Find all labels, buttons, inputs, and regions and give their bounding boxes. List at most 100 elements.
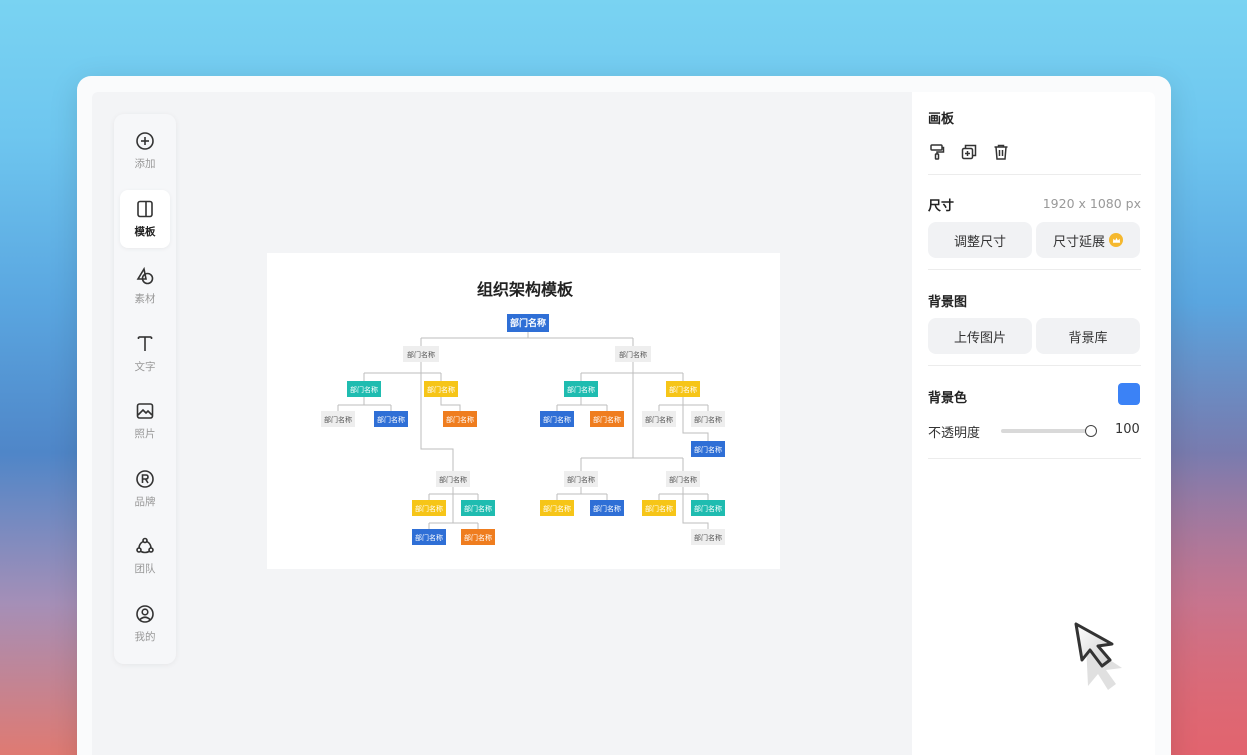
- brand-icon: [136, 469, 154, 488]
- tool-add[interactable]: 添加: [120, 122, 170, 180]
- divider: [928, 269, 1141, 270]
- org-node[interactable]: 部门名称: [412, 500, 446, 516]
- org-node[interactable]: 部门名称: [424, 381, 458, 397]
- org-chart-title: 组织架构模板: [477, 280, 574, 299]
- org-node-box: [321, 411, 355, 427]
- bg-color-title: 背景色: [928, 391, 968, 406]
- org-chart: 组织架构模板 部门名称部门名称部门名称部门名称部门名称部门名称部门名称部门名称部…: [321, 280, 725, 545]
- org-node-label: 部门名称: [694, 504, 722, 513]
- org-node-box: [564, 471, 598, 487]
- org-node[interactable]: 部门名称: [642, 411, 676, 427]
- properties-panel: 画板 尺寸 1920 x 1080 px 调整尺寸 尺寸延展 背景图 上传图片: [912, 92, 1155, 755]
- bg-color-swatch[interactable]: [1118, 383, 1140, 405]
- org-node-box: [691, 441, 725, 457]
- org-node[interactable]: 部门名称: [412, 529, 446, 545]
- org-node-box: [691, 411, 725, 427]
- tool-mine[interactable]: 我的: [120, 595, 170, 653]
- org-node[interactable]: 部门名称: [436, 471, 470, 487]
- org-node[interactable]: 部门名称: [564, 381, 598, 397]
- format-painter-icon[interactable]: [928, 143, 946, 161]
- org-node-box: [642, 411, 676, 427]
- org-node-box: [412, 529, 446, 545]
- org-node-label: 部门名称: [415, 533, 443, 542]
- trash-icon[interactable]: [992, 143, 1010, 161]
- resize-button[interactable]: 调整尺寸: [928, 222, 1032, 258]
- org-connector-line: [337, 397, 392, 411]
- org-node-label: 部门名称: [407, 350, 435, 359]
- org-node-label: 部门名称: [567, 385, 595, 394]
- text-icon: [137, 335, 153, 351]
- size-value: 1920 x 1080 px: [1042, 196, 1141, 211]
- opacity-label: 不透明度: [928, 426, 981, 441]
- org-node[interactable]: 部门名称: [666, 471, 700, 487]
- design-canvas[interactable]: 组织架构模板 部门名称部门名称部门名称部门名称部门名称部门名称部门名称部门名称部…: [267, 253, 780, 569]
- opacity-slider-handle[interactable]: [1085, 425, 1097, 437]
- org-node[interactable]: 部门名称: [540, 500, 574, 516]
- duplicate-icon[interactable]: [960, 143, 978, 161]
- org-node[interactable]: 部门名称: [564, 471, 598, 487]
- org-node-label: 部门名称: [669, 475, 697, 484]
- tool-materials[interactable]: 素材: [120, 257, 170, 315]
- org-node[interactable]: 部门名称: [461, 529, 495, 545]
- template-icon: [137, 200, 153, 217]
- org-node-box: [461, 500, 495, 516]
- org-node[interactable]: 部门名称: [443, 411, 477, 427]
- org-node[interactable]: 部门名称: [403, 346, 439, 362]
- org-node[interactable]: 部门名称: [666, 381, 700, 397]
- org-node-label: 部门名称: [446, 415, 474, 424]
- org-node[interactable]: 部门名称: [540, 411, 574, 427]
- org-node[interactable]: 部门名称: [590, 500, 624, 516]
- board-actions: [928, 143, 1141, 161]
- org-node[interactable]: 部门名称: [691, 441, 725, 457]
- org-connector-line: [428, 494, 479, 529]
- upload-image-button[interactable]: 上传图片: [928, 318, 1032, 354]
- tool-label: 照片: [134, 428, 156, 440]
- tool-team[interactable]: 团队: [120, 527, 170, 585]
- org-node-label: 部门名称: [415, 504, 443, 513]
- extend-size-button[interactable]: 尺寸延展: [1036, 222, 1140, 258]
- opacity-slider[interactable]: [1001, 429, 1093, 433]
- org-node-label: 部门名称: [464, 504, 492, 513]
- org-node-label: 部门名称: [645, 504, 673, 513]
- org-node-box: [461, 529, 495, 545]
- tool-photos[interactable]: 照片: [120, 392, 170, 450]
- org-node-box: [564, 381, 598, 397]
- user-icon: [136, 604, 154, 623]
- org-node[interactable]: 部门名称: [347, 381, 381, 397]
- org-node[interactable]: 部门名称: [321, 411, 355, 427]
- tool-brand[interactable]: 品牌: [120, 460, 170, 518]
- org-connector-line: [420, 332, 634, 346]
- org-node-label: 部门名称: [694, 445, 722, 454]
- board-title: 画板: [928, 112, 955, 127]
- org-node-box: [615, 346, 651, 362]
- org-connector-line: [420, 373, 454, 471]
- org-node-box: [691, 529, 725, 545]
- org-node-box: [424, 381, 458, 397]
- bg-library-button[interactable]: 背景库: [1036, 318, 1140, 354]
- org-connector-line: [556, 397, 608, 411]
- tool-template[interactable]: 模板: [120, 189, 170, 248]
- org-node[interactable]: 部门名称: [691, 411, 725, 427]
- org-node-box: [590, 411, 624, 427]
- tool-text[interactable]: 文字: [120, 325, 170, 383]
- org-node-label: 部门名称: [324, 415, 352, 424]
- org-connector-line: [682, 494, 709, 529]
- org-node[interactable]: 部门名称: [374, 411, 408, 427]
- org-connector-line: [363, 362, 442, 381]
- tool-label: 模板: [134, 225, 156, 238]
- org-node-label: 部门名称: [645, 415, 673, 424]
- org-node[interactable]: 部门名称: [691, 500, 725, 516]
- org-node[interactable]: 部门名称: [642, 500, 676, 516]
- org-connector-line: [580, 362, 684, 381]
- size-title: 尺寸: [928, 199, 955, 214]
- org-node-box: [507, 314, 549, 332]
- org-node[interactable]: 部门名称: [590, 411, 624, 427]
- org-node-box: [443, 411, 477, 427]
- org-node[interactable]: 部门名称: [507, 314, 549, 332]
- org-node[interactable]: 部门名称: [461, 500, 495, 516]
- org-node[interactable]: 部门名称: [615, 346, 651, 362]
- org-node[interactable]: 部门名称: [691, 529, 725, 545]
- org-connector-line: [556, 487, 608, 500]
- bg-library-button-label: 背景库: [1068, 330, 1108, 346]
- divider: [928, 365, 1141, 366]
